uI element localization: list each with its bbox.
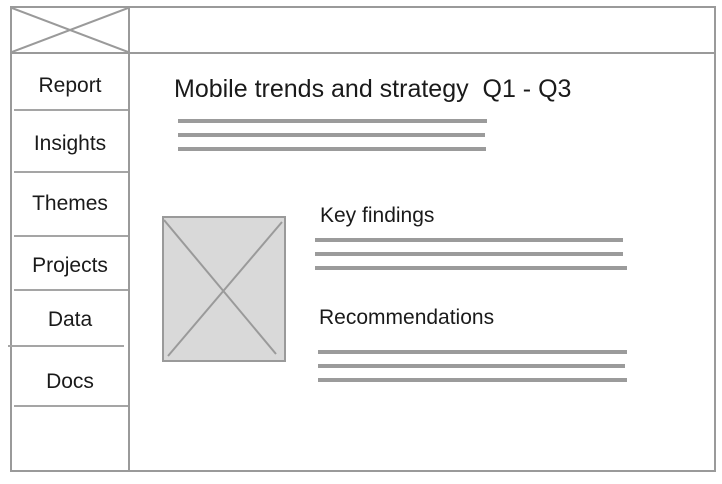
sidebar-item-docs[interactable]: Docs	[46, 370, 94, 393]
nav-separator	[14, 109, 128, 111]
text-placeholder-line	[178, 133, 485, 137]
sidebar-item-report[interactable]: Report	[38, 74, 102, 97]
nav-separator	[14, 171, 128, 173]
text-placeholder-line	[178, 147, 486, 151]
text-placeholder-line	[318, 378, 627, 382]
text-placeholder-line	[315, 252, 623, 256]
sidebar-item-themes[interactable]: Themes	[32, 192, 108, 215]
text-placeholder-line	[318, 364, 625, 368]
logo-placeholder-icon[interactable]	[12, 8, 128, 52]
text-placeholder-line	[315, 266, 627, 270]
wireframe-window	[10, 6, 716, 472]
sidebar-item-insights[interactable]: Insights	[33, 132, 107, 155]
text-placeholder-line	[178, 119, 487, 123]
image-placeholder-icon	[162, 216, 286, 362]
header-bar	[10, 6, 716, 54]
sidebar-divider	[128, 6, 130, 470]
nav-separator	[14, 289, 128, 291]
nav-separator	[14, 405, 128, 407]
section-heading-recommendations: Recommendations	[319, 306, 495, 329]
section-heading-key-findings: Key findings	[320, 204, 435, 227]
nav-separator	[8, 345, 124, 347]
text-placeholder-line	[318, 350, 627, 354]
sidebar-item-projects[interactable]: Projects	[32, 254, 108, 277]
sidebar-item-data[interactable]: Data	[47, 308, 93, 331]
page-title: Mobile trends and strategy Q1 - Q3	[174, 75, 572, 103]
nav-separator	[14, 235, 128, 237]
text-placeholder-line	[315, 238, 623, 242]
